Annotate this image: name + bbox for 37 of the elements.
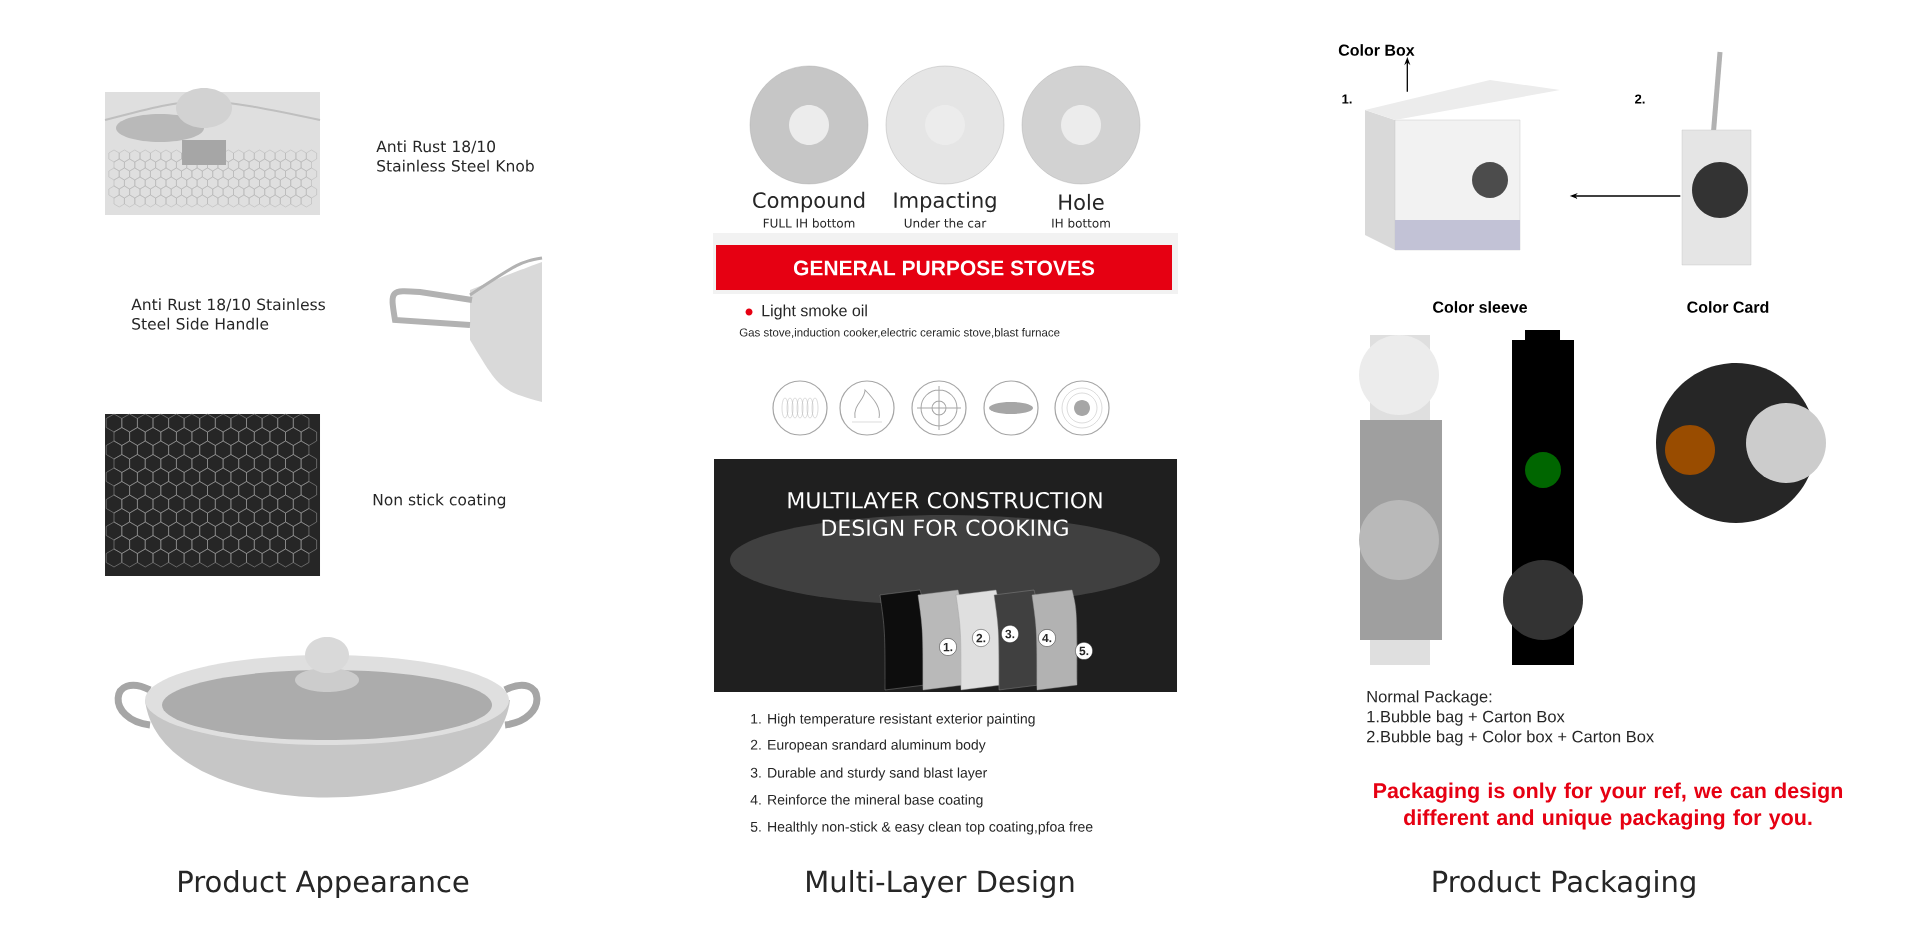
- bottom-type-label: Compound: [753, 191, 865, 213]
- list-item: 1. High temperature resistant exterior painting: [751, 713, 1035, 727]
- note-text: 2.Bubble bag + Color box + Carton Box: [1367, 730, 1654, 746]
- callout-number: 4.: [1038, 629, 1056, 647]
- heading-text: MULTILAYER CONSTRUCTION DESIGN FOR COOKING: [788, 491, 1102, 537]
- list-item: 2. European srandard aluminum body: [750, 739, 986, 753]
- banner: GENERAL PURPOSE STOVES: [713, 233, 1178, 294]
- note-text: 1.Bubble bag + Carton Box: [1367, 710, 1565, 726]
- bullet-item: Light smoke oil: [745, 304, 867, 320]
- section-heading: Product Appearance: [179, 869, 469, 899]
- bottom-type-note: Under the car: [904, 218, 987, 228]
- color-box-photo-drawing: [1365, 80, 1560, 251]
- list-item: 4. Reinforce the mineral base coating: [750, 794, 983, 808]
- package-heading: Color sleeve: [1433, 301, 1527, 313]
- callout-number: 2.: [972, 629, 990, 647]
- caption-text: Anti Rust 18/10 Stainless Steel Side Handle: [131, 298, 325, 330]
- caption-text: Non stick coating: [373, 493, 506, 509]
- list-item: 5. Healthly non-stick & easy clean top coating,pfoa free: [750, 821, 1093, 835]
- section-heading: Multi-Layer Design: [807, 869, 1074, 899]
- section-heading: Product Packaging: [1433, 869, 1695, 899]
- bottom-type-label: Impacting: [894, 191, 996, 213]
- notice-text: Packaging is only for your ref, we can design different and unique packaging for you.: [1374, 782, 1842, 830]
- package-heading: Color Box: [1338, 44, 1415, 56]
- list-item: 3. Durable and sturdy sand blast layer: [750, 767, 988, 781]
- caption-text: Anti Rust 18/10 Stainless Steel Knob: [376, 140, 534, 172]
- bottom-type-note: IH bottom: [1052, 218, 1110, 228]
- stove-list-text: Gas stove,induction cooker,electric ceramic stove,blast furnace: [739, 328, 1060, 338]
- step-number: 2.: [1635, 94, 1645, 104]
- bottom-type-note: FULL IH bottom: [763, 218, 855, 228]
- callout-number: 1.: [939, 638, 957, 656]
- package-heading: Color Card: [1687, 301, 1769, 313]
- callout-number: 5.: [1075, 642, 1093, 660]
- callout-number: 3.: [1001, 625, 1019, 643]
- step-number: 1.: [1342, 94, 1352, 104]
- pan-package-photo-drawing: [1681, 51, 1752, 266]
- note-text: Normal Package:: [1367, 690, 1492, 706]
- bottom-type-label: Hole: [1059, 193, 1104, 211]
